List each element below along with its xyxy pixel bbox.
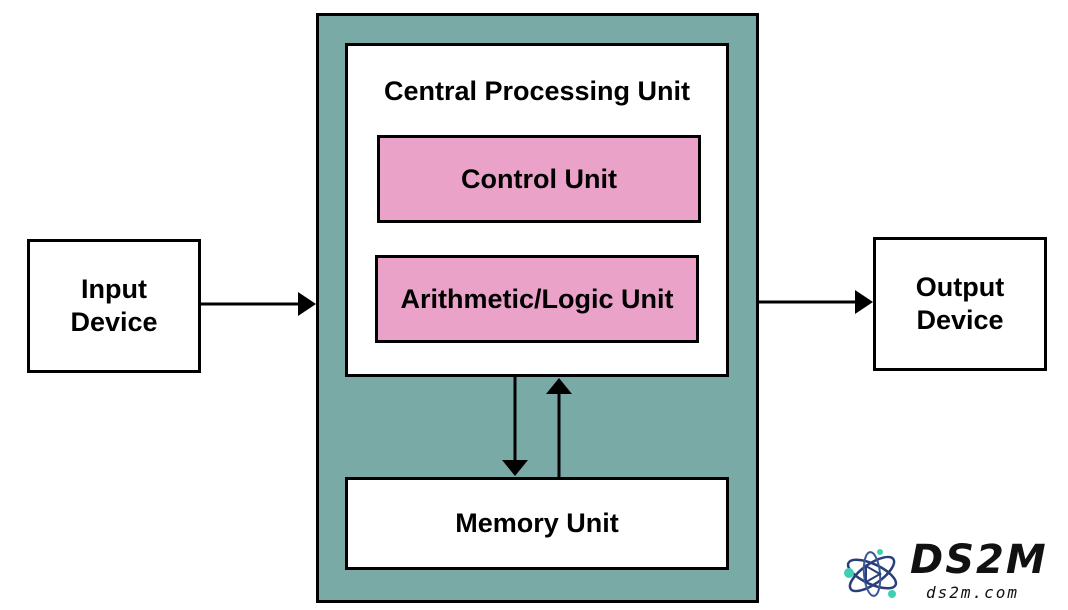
control-unit-label: Control Unit (461, 163, 617, 194)
alu-box: Arithmetic/Logic Unit (375, 255, 699, 343)
watermark-brand: DS2M (910, 537, 1048, 583)
memory-unit-box: Memory Unit (345, 477, 729, 570)
alu-label: Arithmetic/Logic Unit (400, 283, 674, 314)
control-unit-box: Control Unit (377, 135, 701, 223)
ds2m-watermark: DS2M ds2m.com (840, 540, 1060, 606)
input-device-label-line2: Device (70, 307, 158, 337)
atom-logo-icon (844, 549, 898, 598)
input-to-system-arrowhead (298, 292, 316, 316)
output-device-label-line1: Output (915, 272, 1005, 302)
input-device-box: Input Device (27, 239, 201, 373)
memory-unit-label: Memory Unit (455, 508, 619, 538)
input-device-label-line1: Input (81, 274, 147, 304)
output-device-label-line2: Device (916, 305, 1004, 335)
cpu-title: Central Processing Unit (383, 76, 691, 106)
output-device-box: Output Device (873, 237, 1047, 371)
watermark-site: ds2m.com (926, 583, 1020, 602)
system-to-output-arrowhead (855, 290, 873, 314)
